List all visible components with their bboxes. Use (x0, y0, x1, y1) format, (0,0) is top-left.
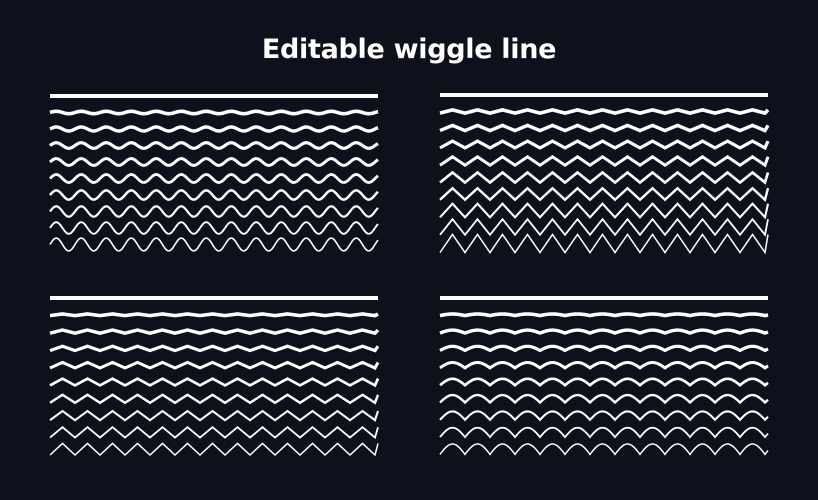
wiggle-line (49, 377, 380, 388)
wiggle-line (439, 393, 769, 405)
wiggle-line (49, 189, 379, 201)
wiggle-line (49, 221, 379, 235)
wiggle-panel-sine (49, 90, 379, 252)
wiggle-line (49, 237, 379, 252)
page-title: Editable wiggle line (261, 34, 557, 65)
wiggle-line (439, 202, 770, 220)
wiggle-line (49, 312, 379, 318)
wiggle-line (439, 154, 770, 168)
wiggle-line (439, 377, 769, 387)
wiggle-line (439, 217, 769, 237)
wave-lines-graphic (439, 93, 770, 255)
wiggle-line (49, 409, 379, 422)
wiggle-line (49, 205, 379, 218)
wiggle-line (49, 125, 379, 133)
wiggle-panel-zigzag (49, 292, 380, 457)
wiggle-line (439, 344, 769, 353)
wiggle-panel-scallop (439, 292, 769, 457)
wiggle-line (439, 328, 769, 335)
wiggle-line (49, 157, 379, 167)
wiggle-line (49, 344, 380, 353)
wiggle-line (439, 443, 769, 456)
wiggle-line (49, 360, 380, 370)
wiggle-panel-sharp-zigzag (439, 90, 770, 255)
wiggle-line (439, 410, 769, 422)
wiggle-line (439, 123, 770, 133)
wiggle-line (439, 233, 769, 255)
wave-lines-graphic (49, 296, 380, 457)
wiggle-line (49, 426, 379, 440)
wiggle-line (439, 108, 770, 116)
wiggle-line (439, 170, 770, 185)
wiggle-line (49, 141, 379, 150)
wiggle-line (439, 186, 770, 203)
wiggle-line (439, 312, 769, 318)
wave-lines-graphic (49, 94, 379, 252)
wiggle-line (49, 109, 379, 116)
wave-lines-graphic (439, 296, 769, 456)
wiggle-line (439, 139, 770, 151)
wiggle-line (49, 328, 380, 336)
wiggle-line (49, 393, 380, 405)
wiggle-line (439, 361, 769, 370)
wiggle-line (49, 442, 379, 457)
wiggle-line (439, 426, 769, 439)
wiggle-line (49, 173, 379, 184)
